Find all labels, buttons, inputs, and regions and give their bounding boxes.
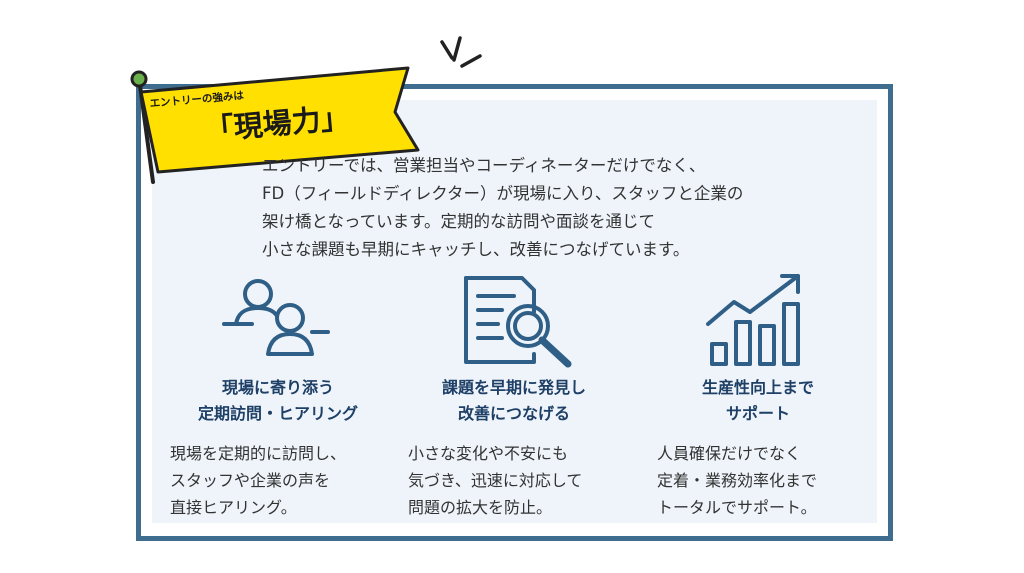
column-description: 現場を定期的に訪問し、 スタッフや企業の声を 直接ヒアリング。: [170, 444, 347, 517]
burst-line: [460, 54, 482, 68]
document-magnifier-icon: [464, 276, 572, 368]
outer-frame: [136, 84, 893, 541]
intro-line: 小さな課題も早期にキャッチし、改善につなげています。: [262, 240, 690, 259]
burst-line: [452, 36, 462, 62]
intro-paragraph: エントリーでは、営業担当やコーディネーターだけでなく、 FD（フィールドディレク…: [262, 152, 872, 264]
column-title: 課題を早期に発見し 改善につなげる: [441, 378, 586, 423]
column-description: 小さな変化や不安にも 気づき、迅速に対応して 問題の拡大を防止。: [408, 444, 583, 517]
column-title: 生産性向上まで サポート: [701, 378, 814, 423]
intro-line: エントリーでは、営業担当やコーディネーターだけでなく、: [262, 156, 706, 175]
intro-line: FD（フィールドディレクター）が現場に入り、スタッフと企業の: [262, 184, 744, 203]
intro-line: 架け橋となっています。定期的な訪問や面談を通じて: [262, 212, 656, 231]
two-people-icon: [222, 279, 330, 356]
column-title: 現場に寄り添う 定期訪問・ヒアリング: [197, 378, 358, 423]
burst-line: [440, 40, 454, 60]
column-description: 人員確保だけでなく 定着・業務効率化まで トータルでサポート。: [657, 444, 818, 517]
growth-chart-icon: [706, 274, 800, 366]
